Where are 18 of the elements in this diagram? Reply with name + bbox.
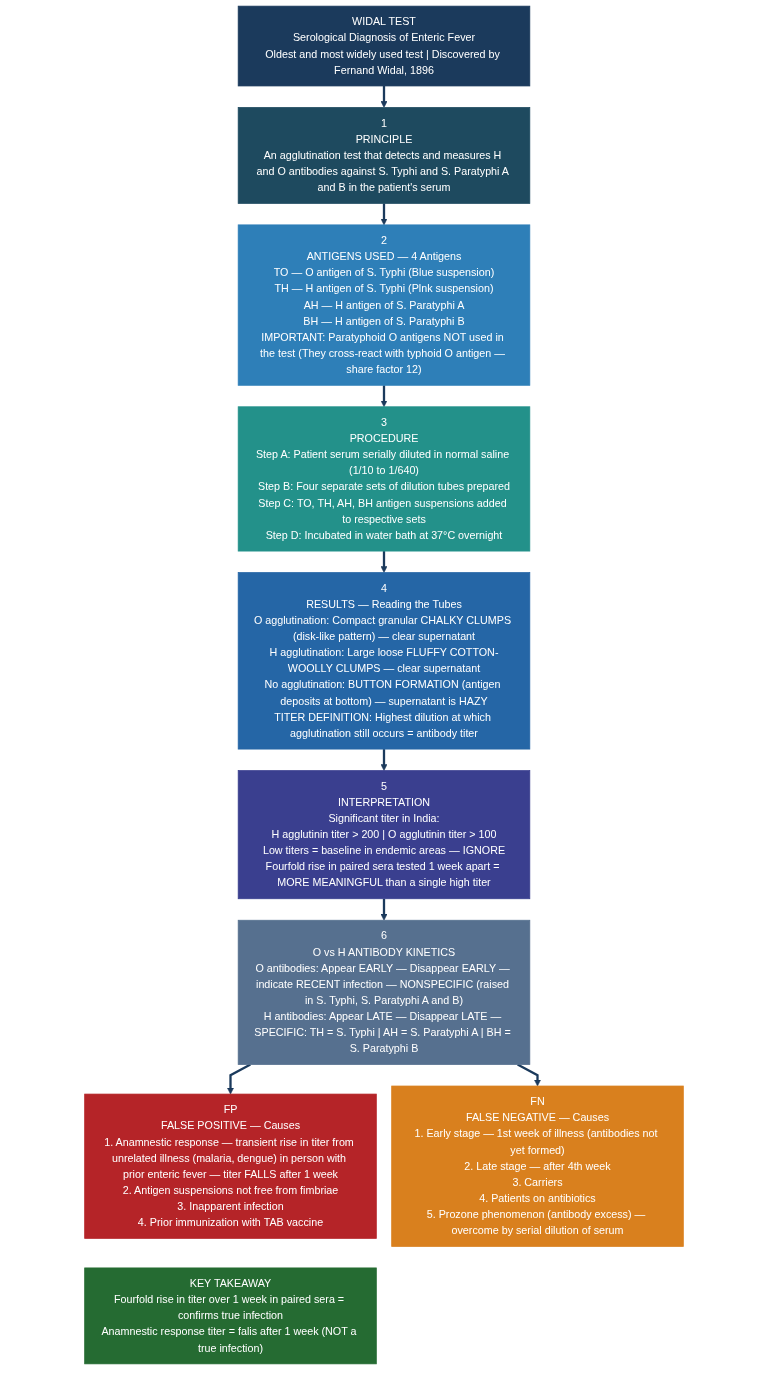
arrow xyxy=(227,1063,251,1095)
arrow xyxy=(380,385,388,408)
node-box: WIDAL TEST Serological Diagnosis of Enteric Fever Oldest and most widely used test | Discovered by Fernand Widal, 1896 xyxy=(237,5,531,87)
arrow xyxy=(517,1063,541,1087)
arrow xyxy=(380,898,388,921)
node-box: 1 PRINCIPLE An agglutination test that detects and measures H and O antibodies against S. Typhi and S. Paratyphi A and B in the patient's serum xyxy=(237,107,531,204)
arrow xyxy=(380,203,388,226)
node-box: KEY TAKEAWAY Fourfold rise in titer over 1 week in paired sera = confirms true infection Anamnestic response titer = falis after 1 week (NOT a true infection) xyxy=(84,1267,377,1365)
node-box: 3 PROCEDURE Step A: Patient serum serially diluted in normal saline (1/10 to 1/640) Step B: Four separate sets of dilution tubes prepared Step C: TO, TH, AH, BH antigen suspensions added to respective sets Step D: Incubated in water bath at 37°C overnight xyxy=(237,406,531,552)
node-box: FN FALSE NEGATIVE — Causes 1. Early stage — 1st week of illness (antibodies not yet formed) 2. Late stage — after 4th week 3. Carriers 4. Patients on antibiotics 5. Prozone phenomenon (antibody excess) — overcome by serial dilution of serum xyxy=(391,1085,684,1247)
node-box: 4 RESULTS — Reading the Tubes O agglutination: Compact granular CHALKY CLUMPS (disk-like pattern) — clear supernatant H agglutination: Large loose FLUFFY COTTON-WOOLLY CLUMPS — clear supernatant No agglutination: BUTTON FORMATION (antigen deposits at bottom) — supernatant is HAZY TITER DEFINITION: Highest dilution at which agglutination still occurs = antibody titer xyxy=(237,572,531,750)
node-box: FP FALSE POSITIVE — Causes 1. Anamnestic response — transient rise in titer from unrelated illness (malaria, dengue) in person with prior enteric fever — titer FALLS after 1 week 2. Antigen suspensions not free from fimbriae 3. Inapparent infection 4. Prior immunization with TAB vaccine xyxy=(84,1093,377,1239)
arrow xyxy=(380,551,388,573)
node-box: 2 ANTIGENS USED — 4 Antigens TO — O antigen of S. Typhi (Blue suspension) TH — H antigen of S. Typhi (Plnk suspension) AH — H antigen of S. Paratyphi A BH — H antigen of S. Paratyphi B IMPORTANT: Paratyphoid O antigens NOT used in the test (They cross-react with typhoid O antigen — share factor 12) xyxy=(237,224,531,386)
node-box: 6 O vs H ANTIBODY KINETICS O antibodies: Appear EARLY — Disappear EARLY — indicate RECENT infection — NONSPECIFIC (raised in S. Typhi, S. Paratyphi A and B) H antibodies: Appear LATE — Disappear LATE — SPECIFIC: TH = S. Typhi | AH = S. Paratyphi A | BH = S. Paratyphi B xyxy=(237,919,531,1065)
arrow xyxy=(380,85,388,108)
node-box: 5 INTERPRETATION Significant titer in India: H agglutinin titer > 200 | O agglutinin titer > 100 Low titers = baseline in endemic areas — IGNORE Fourfold rise in paired sera tested 1 week apart = MORE MEANINGFUL than a single high titer xyxy=(237,770,531,900)
arrow xyxy=(380,749,388,771)
